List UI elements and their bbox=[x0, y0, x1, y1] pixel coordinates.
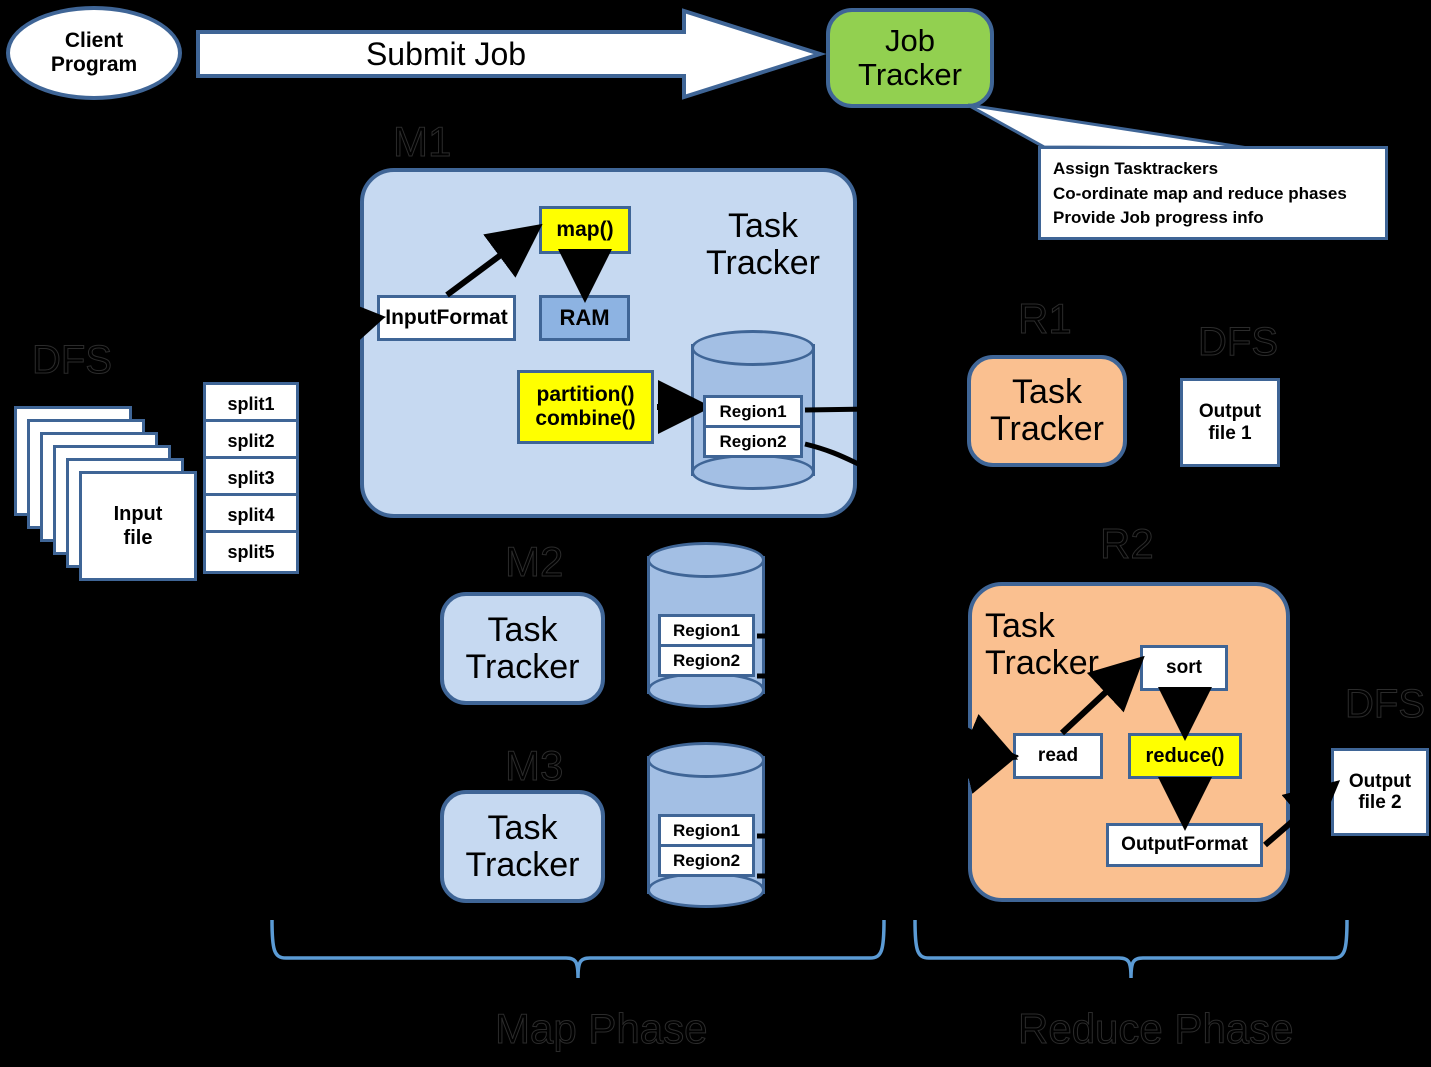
region-list: Region1 Region2 bbox=[703, 395, 803, 458]
split-item: split4 bbox=[203, 493, 299, 537]
region-label: Region1 bbox=[672, 820, 741, 840]
cylinder-bottom bbox=[647, 872, 765, 908]
read-label: read bbox=[1037, 745, 1079, 767]
output-file-1-box: Output file 1 bbox=[1180, 378, 1280, 467]
input-file-sheet-front: Input file bbox=[79, 471, 197, 581]
partition-combine-box: partition() combine() bbox=[517, 370, 654, 444]
reduce-phase-brace bbox=[913, 919, 1349, 979]
region-item: Region1 bbox=[658, 814, 755, 847]
region-item: Region2 bbox=[658, 644, 755, 677]
read-box: read bbox=[1013, 733, 1103, 779]
map-function-label: map() bbox=[556, 218, 614, 242]
outputformat-label: OutputFormat bbox=[1121, 834, 1248, 856]
mapper-disk-m1: Region1 Region2 bbox=[691, 330, 815, 490]
reduce-function-label: reduce() bbox=[1145, 744, 1225, 767]
dfs-input-label: DFS bbox=[32, 338, 113, 383]
task-tracker-m2: Task Tracker bbox=[440, 592, 605, 705]
map-phase-brace bbox=[270, 919, 886, 979]
region-item: Region1 bbox=[658, 614, 755, 647]
split-label: split5 bbox=[227, 541, 275, 562]
task-tracker-m1-label: Task Tracker bbox=[706, 207, 820, 282]
region-list: Region1 Region2 bbox=[658, 814, 755, 877]
cylinder-bottom bbox=[647, 672, 765, 708]
task-tracker-r1-label: Task Tracker bbox=[990, 373, 1104, 448]
mapper-id-label-m2: M2 bbox=[504, 538, 564, 586]
callout-line: Co-ordinate map and reduce phases bbox=[1053, 183, 1347, 203]
region-label: Region2 bbox=[719, 431, 787, 451]
split-label: split4 bbox=[227, 504, 275, 525]
splits-list: split1 split2 split3 split4 split5 bbox=[203, 382, 299, 574]
region-list: Region1 Region2 bbox=[658, 614, 755, 677]
reducer-id-label-r1: R1 bbox=[1018, 295, 1073, 343]
sort-label: sort bbox=[1166, 657, 1202, 679]
job-tracker-label: Job Tracker bbox=[858, 22, 962, 92]
region-label: Region1 bbox=[719, 401, 787, 421]
map-function-box: map() bbox=[539, 206, 631, 254]
region-item: Region2 bbox=[658, 844, 755, 877]
ram-box: RAM bbox=[539, 295, 630, 341]
task-tracker-m3-label: Task Tracker bbox=[465, 808, 580, 884]
task-tracker-m3: Task Tracker bbox=[440, 790, 605, 903]
split-item: split5 bbox=[203, 530, 299, 574]
region-label: Region2 bbox=[672, 850, 741, 870]
task-tracker-r2-label: Task Tracker bbox=[985, 607, 1099, 682]
cylinder-bottom bbox=[691, 454, 815, 490]
mapper-disk-m3: Region1 Region2 bbox=[647, 742, 765, 908]
task-tracker-m2-label: Task Tracker bbox=[465, 610, 580, 686]
submit-job-arrow: Submit Job bbox=[196, 8, 827, 100]
inputformat-label: InputFormat bbox=[385, 306, 508, 330]
sort-box: sort bbox=[1140, 645, 1228, 691]
partition-combine-label: partition() combine() bbox=[535, 383, 636, 430]
dfs-output2-label: DFS bbox=[1345, 682, 1426, 727]
split-item: split3 bbox=[203, 456, 299, 500]
map-phase-label: Map Phase bbox=[494, 1005, 708, 1053]
reducer-id-label-r2: R2 bbox=[1100, 520, 1155, 568]
region-item: Region1 bbox=[703, 395, 803, 428]
region-item: Region2 bbox=[703, 425, 803, 458]
output-file-2-label: Output file 2 bbox=[1348, 770, 1412, 813]
output-file-1-label: Output file 1 bbox=[1198, 401, 1262, 444]
inputformat-box: InputFormat bbox=[377, 295, 516, 341]
split-label: split2 bbox=[227, 430, 275, 451]
mapper-disk-m2: Region1 Region2 bbox=[647, 542, 765, 708]
task-tracker-r1: Task Tracker bbox=[967, 355, 1127, 467]
mapper-id-label-m1: M1 bbox=[392, 118, 452, 166]
output-file-2-box: Output file 2 bbox=[1331, 748, 1429, 836]
region-label: Region2 bbox=[672, 650, 741, 670]
mapper-id-label-m3: M3 bbox=[504, 742, 564, 790]
callout-line: Assign Tasktrackers bbox=[1053, 159, 1219, 178]
submit-job-label: Submit Job bbox=[365, 35, 527, 72]
client-program-label: Client Program bbox=[50, 29, 138, 76]
outputformat-box: OutputFormat bbox=[1106, 823, 1263, 867]
job-tracker-callout-box: Assign Tasktrackers Co-ordinate map and … bbox=[1038, 146, 1388, 240]
input-file-stack: Input file bbox=[14, 406, 197, 581]
job-tracker-node: Job Tracker bbox=[826, 8, 994, 108]
reduce-phase-label: Reduce Phase bbox=[1018, 1005, 1295, 1053]
split-label: split3 bbox=[227, 467, 275, 488]
cylinder-top bbox=[691, 330, 815, 366]
split-label: split1 bbox=[227, 393, 275, 414]
region-label: Region1 bbox=[672, 620, 741, 640]
cylinder-top bbox=[647, 742, 765, 778]
callout-line: Provide Job progress info bbox=[1053, 208, 1264, 228]
dfs-output1-label: DFS bbox=[1198, 320, 1279, 365]
reduce-function-box: reduce() bbox=[1128, 733, 1242, 779]
input-file-label: Input file bbox=[113, 503, 163, 549]
client-program-node: Client Program bbox=[6, 6, 182, 100]
ram-label: RAM bbox=[559, 304, 610, 330]
cylinder-top bbox=[647, 542, 765, 578]
